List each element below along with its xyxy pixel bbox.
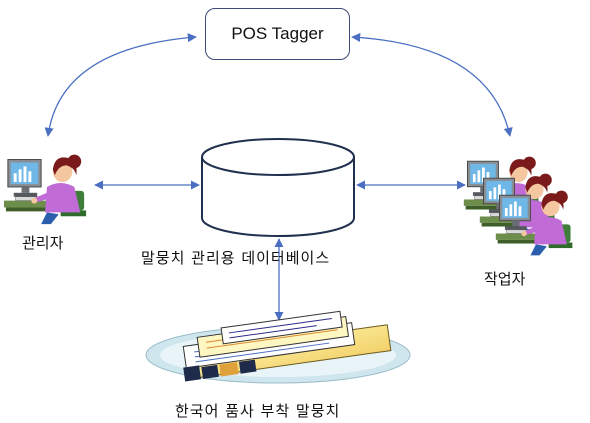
arrow-admin-to-pos (44, 33, 197, 137)
database-label: 말뭉치 관리용 데이터베이스 (141, 249, 331, 267)
corpus-label: 한국어 품사 부착 말뭉치 (175, 402, 341, 420)
pos-tagger-box: POS Tagger (205, 8, 350, 60)
admin-label: 관리자 (22, 234, 64, 252)
person-at-computer-icon (3, 154, 87, 225)
database-cylinder-icon (201, 138, 355, 237)
pos-tagger-label: POS Tagger (231, 24, 324, 43)
arrow-pos-to-workers (351, 32, 513, 137)
document-stack-icon (145, 310, 411, 384)
people-at-computers-icon (463, 156, 573, 256)
worker-label: 작업자 (484, 270, 526, 288)
